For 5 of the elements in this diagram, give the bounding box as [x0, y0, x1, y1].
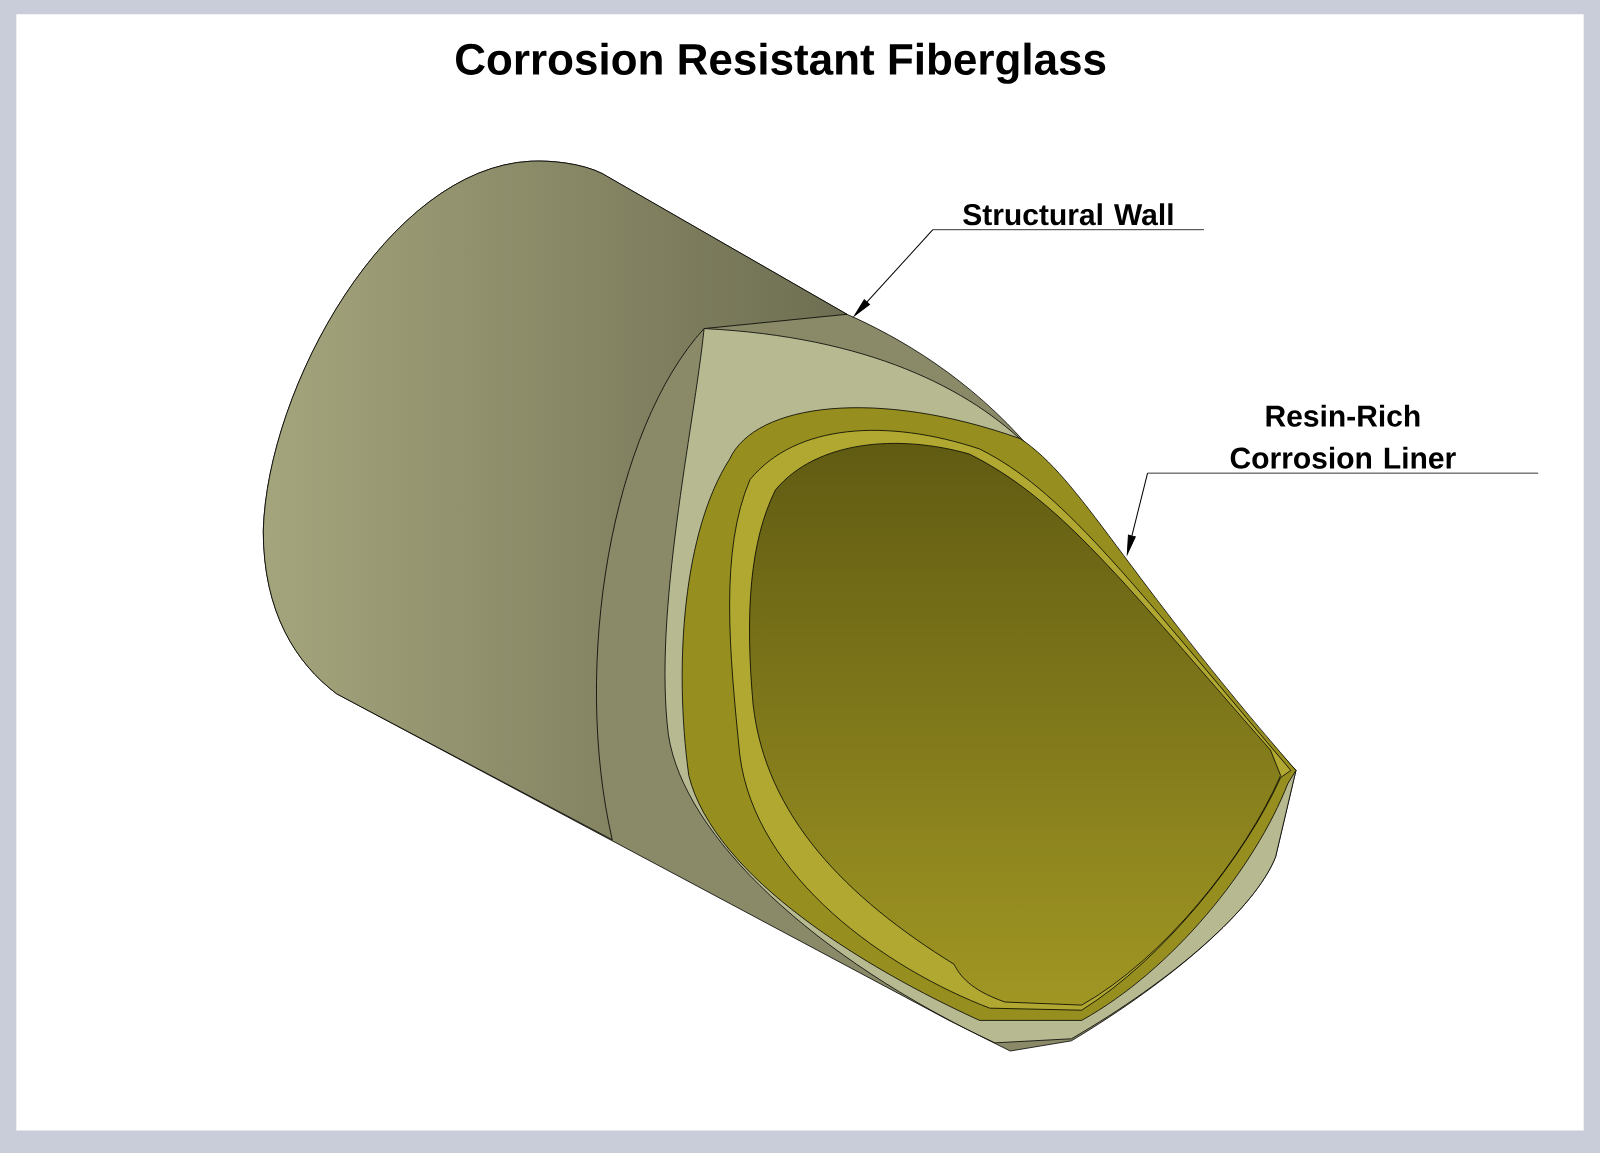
leader-line: [853, 229, 934, 317]
title: Corrosion Resistant Fiberglass: [456, 42, 1106, 84]
leader-line: [1126, 472, 1149, 555]
callout-label: Resin-Rich Corrosion Liner: [1147, 404, 1539, 474]
callout-label: Structural Wall: [932, 203, 1205, 231]
